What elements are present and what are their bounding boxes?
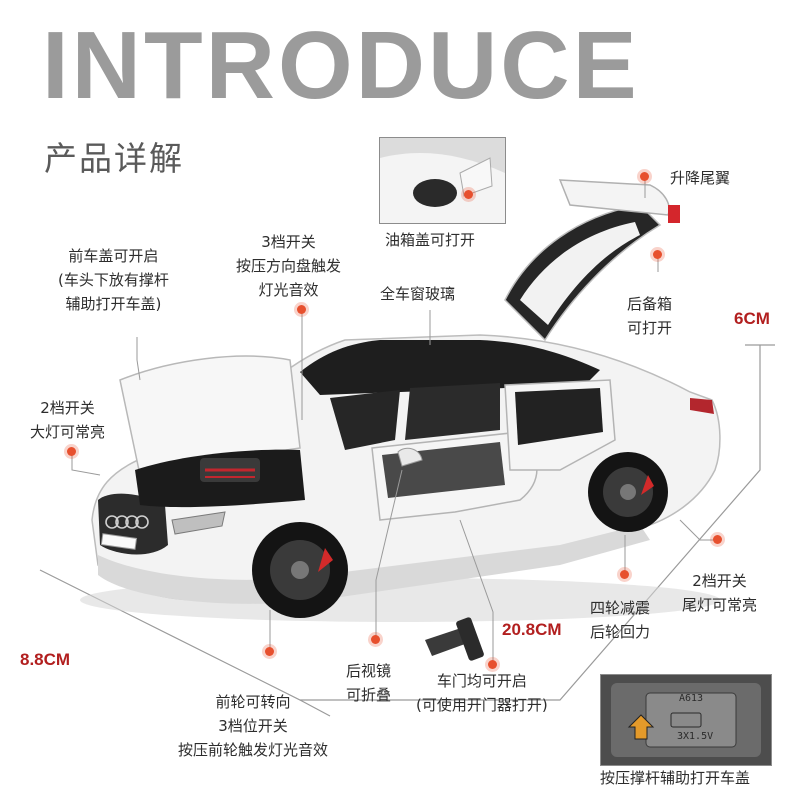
headlights-label: 2档开关 大灯可常亮 [30,396,105,444]
headlights-label-line-1: 2档开关 [40,399,95,417]
marker-dot [464,190,473,199]
front-wheels-label-line-3: 按压前轮触发灯光音效 [178,741,329,759]
doors-label-line-1: 车门均可开启 [436,672,527,690]
battery-spec: 3X1.5V [677,731,714,742]
page-title: INTRODUCE [42,12,640,119]
width-dimension: 8.8CM [20,650,71,669]
taillights-label: 2档开关 尾灯可常亮 [682,569,757,617]
mirrors-label-line-2: 可折叠 [346,686,392,704]
hood-label-line-1: 前车盖可开启 [68,247,159,265]
page-subtitle: 产品详解 [44,139,184,178]
front-wheel [252,522,348,618]
steering-label: 3档开关 按压方向盘触发 灯光音效 [236,230,341,302]
steering-label-line-2: 按压方向盘触发 [236,257,342,275]
glass-label: 全车窗玻璃 [380,285,456,303]
marker-dot [67,447,76,456]
length-dimension: 20.8CM [502,620,562,639]
hood-label-line-3: 辅助打开车盖) [65,295,162,313]
rear-wheel [588,452,668,532]
marker-dot [371,635,380,644]
hood-label: 前车盖可开启 (车头下放有撑杆 辅助打开车盖) [58,244,169,316]
doors-label: 车门均可开启 (可使用开门器打开) [416,669,548,717]
fuel-cap-label: 油箱盖可打开 [385,231,476,249]
strut-label: 按压撑杆辅助打开车盖 [600,769,751,787]
strut-inset: A613 3X1.5V [600,674,772,766]
height-dimension: 6CM [734,309,770,328]
steering-label-line-3: 灯光音效 [258,281,319,299]
mirrors-label: 后视镜 可折叠 [346,659,391,707]
mirrors-label-line-1: 后视镜 [346,662,392,680]
marker-dot [653,250,662,259]
headlights-label-line-2: 大灯可常亮 [30,423,106,441]
taillights-label-line-1: 2档开关 [692,572,747,590]
trunk-label: 后备箱 可打开 [627,292,672,340]
suspension-label: 四轮减震 后轮回力 [590,596,650,644]
steering-label-line-1: 3档开关 [261,233,316,251]
fuel-cap-inset [379,137,506,224]
marker-dot [488,660,497,669]
marker-dot [620,570,629,579]
spoiler-label: 升降尾翼 [670,169,731,187]
marker-dot [297,305,306,314]
marker-dot [265,647,274,656]
battery-code: A613 [679,693,704,704]
suspension-label-line-1: 四轮减震 [590,599,651,617]
front-wheels-label-line-2: 3档位开关 [218,717,288,735]
car-body [91,179,721,661]
front-wheels-label-line-1: 前轮可转向 [215,693,291,711]
front-wheels-label: 前轮可转向 3档位开关 按压前轮触发灯光音效 [178,690,328,762]
trunk-label-line-2: 可打开 [627,319,673,337]
taillights-label-line-2: 尾灯可常亮 [682,596,758,614]
suspension-label-line-2: 后轮回力 [590,623,651,641]
marker-dot [640,172,649,181]
trunk-label-line-1: 后备箱 [627,295,673,313]
doors-label-line-2: (可使用开门器打开) [416,696,548,714]
dimension-lines [39,344,775,717]
marker-dot [713,535,722,544]
door-opener-tool [425,617,484,661]
hood-label-line-2: (车头下放有撑杆 [58,271,169,289]
